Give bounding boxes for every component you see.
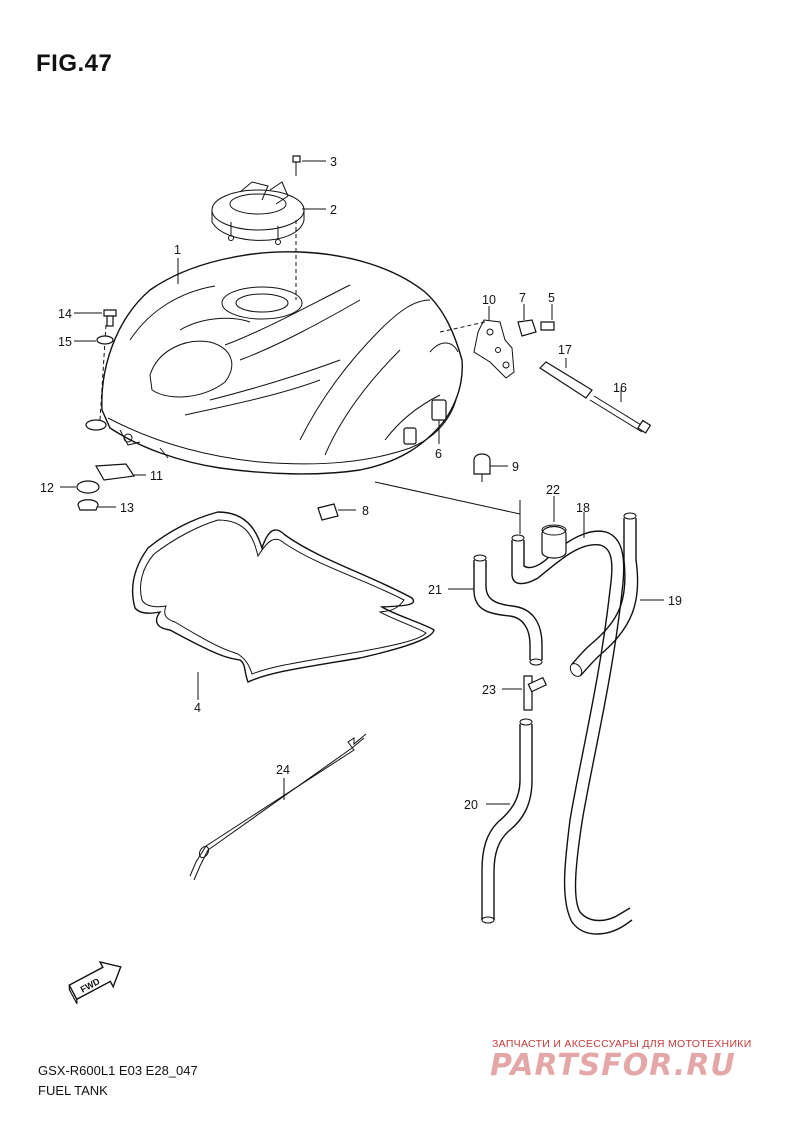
gasket xyxy=(131,511,435,683)
collar-13 xyxy=(77,499,99,511)
bolt-14 xyxy=(103,309,117,327)
callout-labels: 1 2 3 4 5 6 7 8 9 10 11 12 13 14 15 16 1… xyxy=(40,155,682,812)
sleeve-22 xyxy=(541,524,567,559)
callout-16: 16 xyxy=(613,381,627,395)
watermark-caption: ЗАПЧАСТИ И АКСЕССУАРЫ ДЛЯ МОТОТЕХНИКИ xyxy=(492,1038,752,1050)
hose-21 xyxy=(473,554,543,666)
nut-7 xyxy=(517,319,537,337)
callout-17: 17 xyxy=(558,343,572,357)
callout-10: 10 xyxy=(482,293,496,307)
grommet xyxy=(85,419,107,431)
clip-8 xyxy=(317,503,339,521)
bracket-10 xyxy=(473,319,515,379)
bracket-11 xyxy=(95,463,136,481)
hose-18 xyxy=(511,530,633,935)
callout-7: 7 xyxy=(519,291,526,305)
fwd-arrow-icon: FWD xyxy=(68,960,122,1005)
callout-5: 5 xyxy=(548,291,555,305)
fuel-tank xyxy=(101,251,463,475)
callout-9: 9 xyxy=(512,460,519,474)
callout-23: 23 xyxy=(482,683,496,697)
washer-15 xyxy=(96,335,114,345)
joint-23 xyxy=(523,675,547,711)
callout-2: 2 xyxy=(330,203,337,217)
callout-3: 3 xyxy=(330,155,337,169)
callout-1: 1 xyxy=(174,243,181,257)
callout-24: 24 xyxy=(276,763,290,777)
callout-14: 14 xyxy=(58,307,72,321)
callout-8: 8 xyxy=(362,504,369,518)
figure-title: FIG.47 xyxy=(36,50,113,77)
callout-6: 6 xyxy=(435,447,442,461)
prop-rod-24 xyxy=(189,733,367,881)
hose-20 xyxy=(481,718,533,924)
callout-13: 13 xyxy=(120,501,134,515)
callout-4: 4 xyxy=(194,701,201,715)
cap-screw xyxy=(292,155,301,176)
damper-9 xyxy=(473,453,491,475)
callout-12: 12 xyxy=(40,481,54,495)
watermark-logo: PARTSFOR.RU xyxy=(490,1048,736,1083)
callout-19: 19 xyxy=(668,594,682,608)
fuel-cap-assembly xyxy=(211,181,305,245)
bolt-16 xyxy=(593,395,647,429)
spacer-17 xyxy=(539,361,593,399)
hose-19 xyxy=(569,512,639,677)
cushion-6 xyxy=(431,399,447,421)
model-code: GSX-R600L1 E03 E28_047 xyxy=(38,1063,198,1078)
callout-11: 11 xyxy=(150,469,163,483)
cushion-12 xyxy=(76,480,100,494)
diagram-name: FUEL TANK xyxy=(38,1083,108,1098)
callout-20: 20 xyxy=(464,798,478,812)
callout-22: 22 xyxy=(546,483,560,497)
callout-15: 15 xyxy=(58,335,72,349)
callout-21: 21 xyxy=(428,583,442,597)
bolt-5 xyxy=(540,321,555,331)
callout-18: 18 xyxy=(576,501,590,515)
